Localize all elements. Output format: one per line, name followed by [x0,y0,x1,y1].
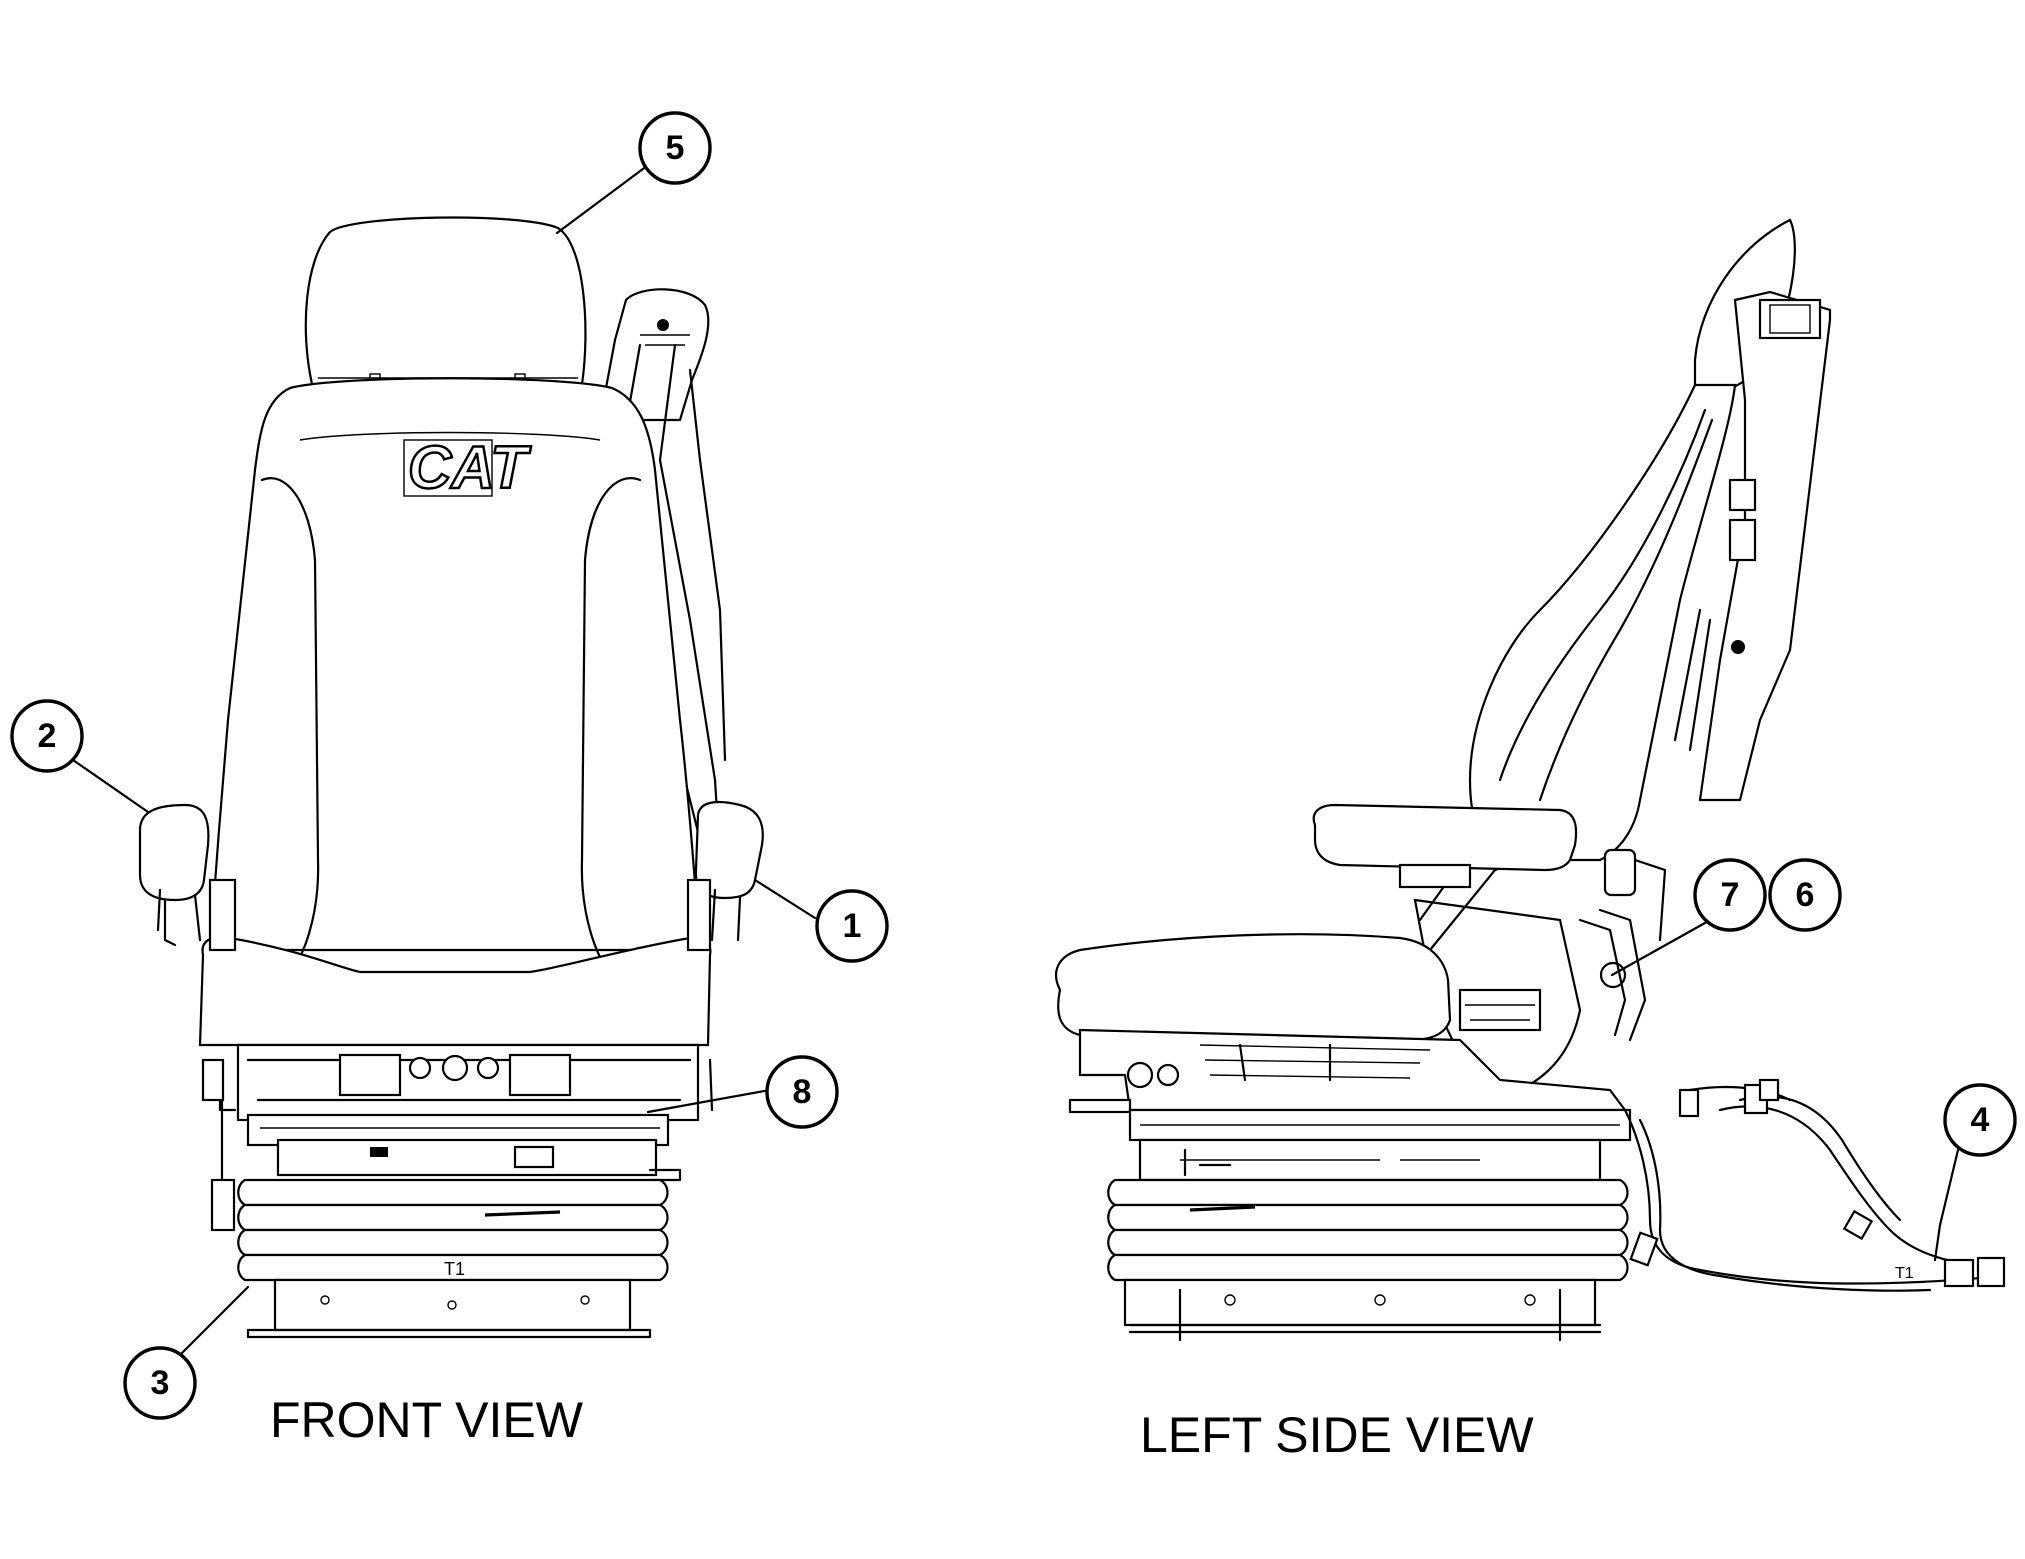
front-backrest [208,377,702,952]
callout-7: 7 [1693,858,1767,932]
side-armrest [1312,803,1578,872]
front-mounting-base [246,1328,652,1339]
front-suspension-bellows [237,1178,669,1207]
svg-text:5: 5 [666,129,685,167]
side-recline-handle [1603,848,1637,897]
svg-text:4: 4 [1971,1101,1990,1139]
t1-mark-front: T1 [444,1259,465,1279]
side-backrest [1468,383,1737,862]
callout-2: 2 [10,699,84,773]
front-headrest [304,216,587,386]
cat-logo: CAT [408,434,531,501]
callout-3: 3 [123,1346,197,1420]
side-seat-cushion [1054,933,1452,1042]
callout-8: 8 [765,1055,839,1129]
wiring-harness [1623,1108,2002,1285]
front-view-seat: CAT T1 [138,216,764,1339]
front-suspension-top [276,1138,658,1177]
svg-text:3: 3 [151,1364,170,1402]
side-mounting-base [1128,1288,1602,1342]
svg-text:7: 7 [1721,876,1740,914]
front-base-plate [273,1278,632,1332]
svg-text:1: 1 [843,907,862,945]
t1-mark-side: T1 [1895,1265,1914,1282]
side-base-plate [1123,1278,1597,1327]
side-suspension-bellows [1107,1178,1629,1207]
svg-text:8: 8 [793,1073,812,1111]
callout-6: 6 [1768,858,1842,932]
front-left-armrest [138,803,210,902]
callout-4: 4 [1943,1083,2017,1157]
front-seat-cushion [198,936,712,1047]
svg-text:2: 2 [38,717,57,755]
callout-1: 1 [815,889,889,963]
front-seat-mechanism [236,1043,700,1122]
svg-text:6: 6 [1796,876,1815,914]
side-view-label: LEFT SIDE VIEW [1140,1407,1534,1463]
front-view-label: FRONT VIEW [270,1392,584,1448]
side-view-seat: T1 [1054,218,2006,1342]
callout-5: 5 [638,111,712,185]
